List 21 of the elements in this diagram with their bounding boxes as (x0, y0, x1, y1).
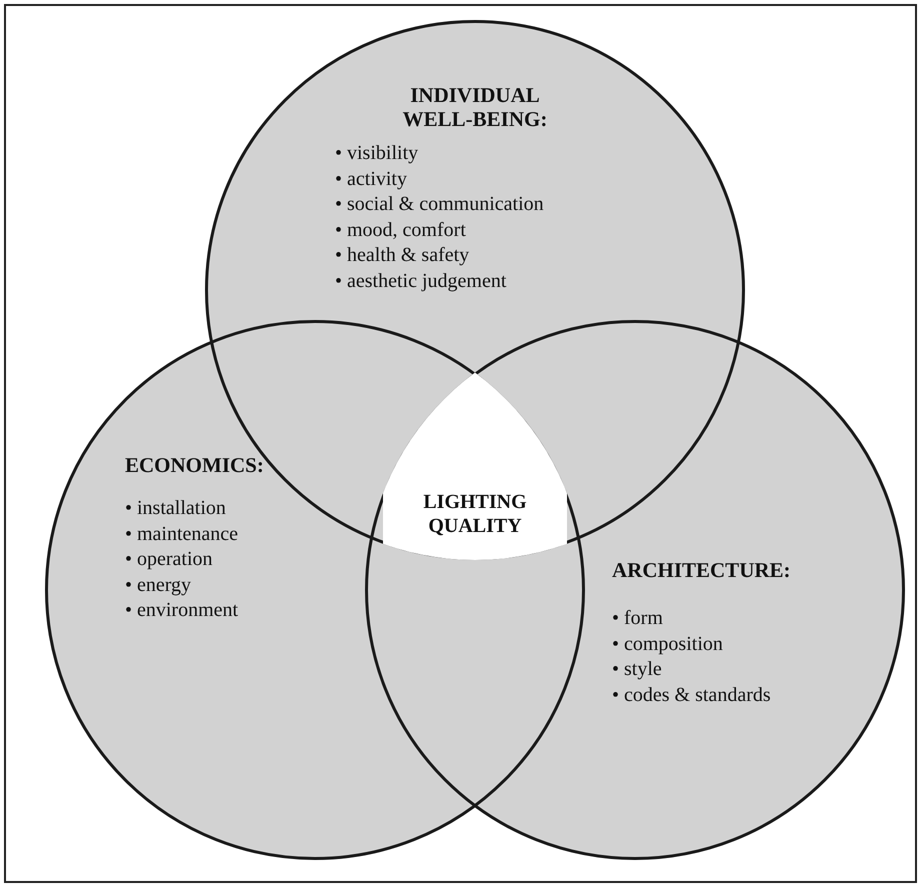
bullet-item: • mood, comfort (335, 218, 467, 242)
bullet-item: • style (612, 657, 663, 682)
bullet-item: • activity (335, 166, 408, 192)
bullet-item: • social & communication (335, 192, 544, 217)
category-heading: INDIVIDUAL WELL-BEING: (402, 83, 548, 131)
bullet-item: • codes & standards (612, 682, 771, 708)
bullet-item: • aesthetic judgement (335, 268, 508, 294)
bullet-item: • installation (125, 496, 227, 521)
category-heading: ECONOMICS: (125, 453, 264, 477)
bullet-item: • health & safety (335, 243, 470, 268)
bullet-item: • environment (125, 598, 238, 623)
bullet-item: • composition (612, 632, 724, 656)
venn-circle (45, 320, 585, 860)
category-heading: LIGHTING QUALITY (423, 490, 527, 538)
venn-circle (365, 320, 905, 860)
bullet-item: • energy (125, 572, 192, 598)
category-heading: ARCHITECTURE: (612, 558, 791, 582)
bullet-item: • maintenance (125, 522, 238, 546)
bullet-item: • form (612, 606, 664, 631)
bullet-item: • operation (125, 547, 214, 572)
bullet-item: • visibility (335, 141, 420, 166)
